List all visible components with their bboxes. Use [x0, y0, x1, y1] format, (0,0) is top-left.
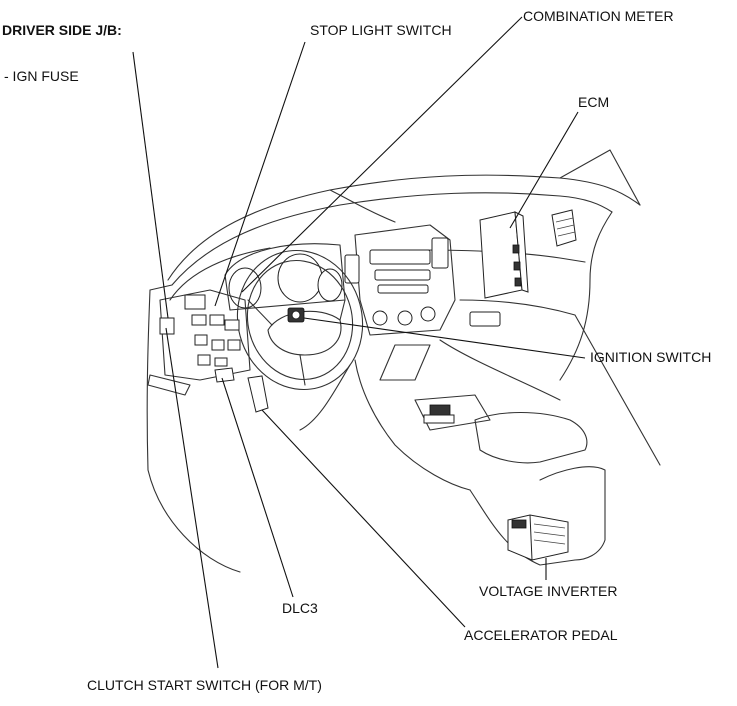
accelerator-pedal-label: ACCELERATOR PEDAL — [464, 627, 618, 643]
leader-ignition-switch — [303, 317, 586, 359]
ecm-label: ECM — [578, 94, 610, 110]
leader-clutch-start-switch — [165, 327, 219, 669]
ignition-switch-label: IGNITION SWITCH — [590, 349, 712, 365]
dlc3-label: DLC3 — [282, 600, 318, 616]
stop-light-switch-label: STOP LIGHT SWITCH — [310, 22, 452, 38]
shift-lever — [423, 404, 455, 424]
leader-stop-light-switch — [214, 41, 306, 307]
driver-side-jb — [147, 289, 251, 396]
leader-combination-meter — [241, 16, 523, 293]
dashboard-outline — [146, 149, 661, 573]
driver-side-jb-label: DRIVER SIDE J/B: — [2, 22, 122, 38]
voltage-inverter-part — [507, 514, 569, 561]
clutch-start-switch-label: CLUTCH START SWITCH (FOR M/T) — [87, 677, 322, 693]
combination-meter-cluster — [224, 243, 346, 311]
voltage-inverter-label: VOLTAGE INVERTER — [479, 583, 618, 599]
leader-accelerator-pedal — [261, 409, 466, 628]
pedals — [214, 367, 269, 413]
ignition-switch-part — [287, 307, 305, 323]
leader-dlc3 — [221, 377, 294, 598]
air-vent — [551, 209, 577, 247]
leader-lines — [132, 16, 586, 669]
ign-fuse-label: - IGN FUSE — [4, 68, 79, 84]
ecm-unit — [479, 211, 529, 299]
center-stack — [344, 224, 501, 336]
leader-driver-side-jb — [132, 51, 169, 319]
combination-meter-label: COMBINATION METER — [523, 8, 674, 24]
leader-ecm — [509, 111, 579, 229]
